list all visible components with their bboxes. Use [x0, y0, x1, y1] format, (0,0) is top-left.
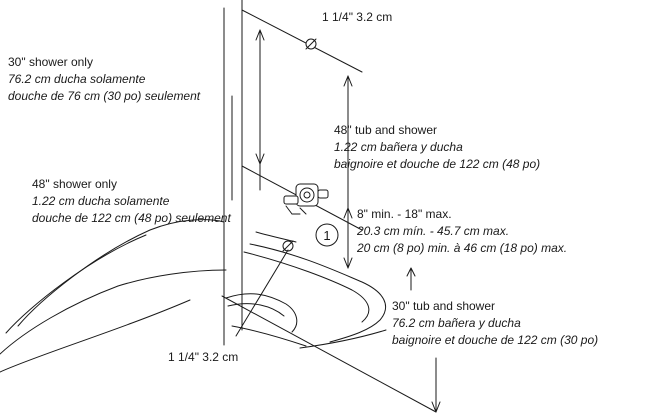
shower-30-label: 30" shower only 76.2 cm ducha solamente … — [8, 54, 200, 105]
tub-30-es: 76.2 cm bañera y ducha — [392, 316, 521, 330]
dimension-arrow-range-top — [343, 207, 353, 219]
tub-48-es: 1.22 cm bañera y ducha — [334, 140, 463, 154]
tub-48-label: 48" tub and shower 1.22 cm bañera y duch… — [334, 122, 540, 173]
leader-line-pipe-bottom — [235, 249, 289, 337]
tub-48-en: 48" tub and shower — [334, 123, 437, 137]
callout-number: 1 — [323, 228, 330, 243]
callout-circle — [315, 223, 339, 247]
dimension-arrow-range-bottom — [343, 257, 353, 269]
dimension-arrow-floor — [431, 357, 441, 413]
pipe-size-label-top: 1 1/4" 3.2 cm — [322, 10, 393, 24]
tub-30-fr: baignoire et douche de 122 cm (30 po) — [392, 333, 599, 347]
reference-line-top — [241, 9, 363, 73]
tub-48-fr: baignoire et douche de 122 cm (48 po) — [334, 157, 541, 171]
floor-reference-line — [221, 295, 437, 413]
range-fr: 20 cm (8 po) min. à 46 cm (18 po) max. — [357, 241, 568, 255]
range-es: 20.3 cm mín. - 45.7 cm max. — [357, 224, 510, 238]
pipe-size-label-bottom: 1 1/4" 3.2 cm — [168, 350, 239, 364]
tub-30-en: 30" tub and shower — [392, 299, 495, 313]
range-label: 8" min. - 18" max. 20.3 cm mín. - 45.7 c… — [357, 206, 567, 257]
shower-48-label: 48" shower only 1.22 cm ducha solamente … — [32, 176, 231, 227]
shower-30-en: 30" shower only — [8, 55, 93, 69]
shower-48-en: 48" shower only — [32, 177, 117, 191]
dimension-arrow-mid-down — [343, 75, 353, 87]
shower-48-fr: douche de 122 cm (48 po) seulement — [32, 211, 231, 225]
shower-valve — [283, 183, 329, 215]
tub-30-label: 30" tub and shower 76.2 cm bañera y duch… — [392, 298, 598, 349]
shower-30-fr: douche de 76 cm (30 po) seulement — [8, 89, 201, 103]
bathtub — [0, 219, 387, 373]
dimension-arrow-mid-up — [255, 153, 265, 165]
dimension-arrow-top — [255, 29, 265, 41]
range-en: 8" min. - 18" max. — [357, 207, 452, 221]
shower-48-es: 1.22 cm ducha solamente — [32, 194, 170, 208]
dimension-arrow-bottom-right — [406, 267, 416, 291]
shower-30-es: 76.2 cm ducha solamente — [8, 72, 146, 86]
